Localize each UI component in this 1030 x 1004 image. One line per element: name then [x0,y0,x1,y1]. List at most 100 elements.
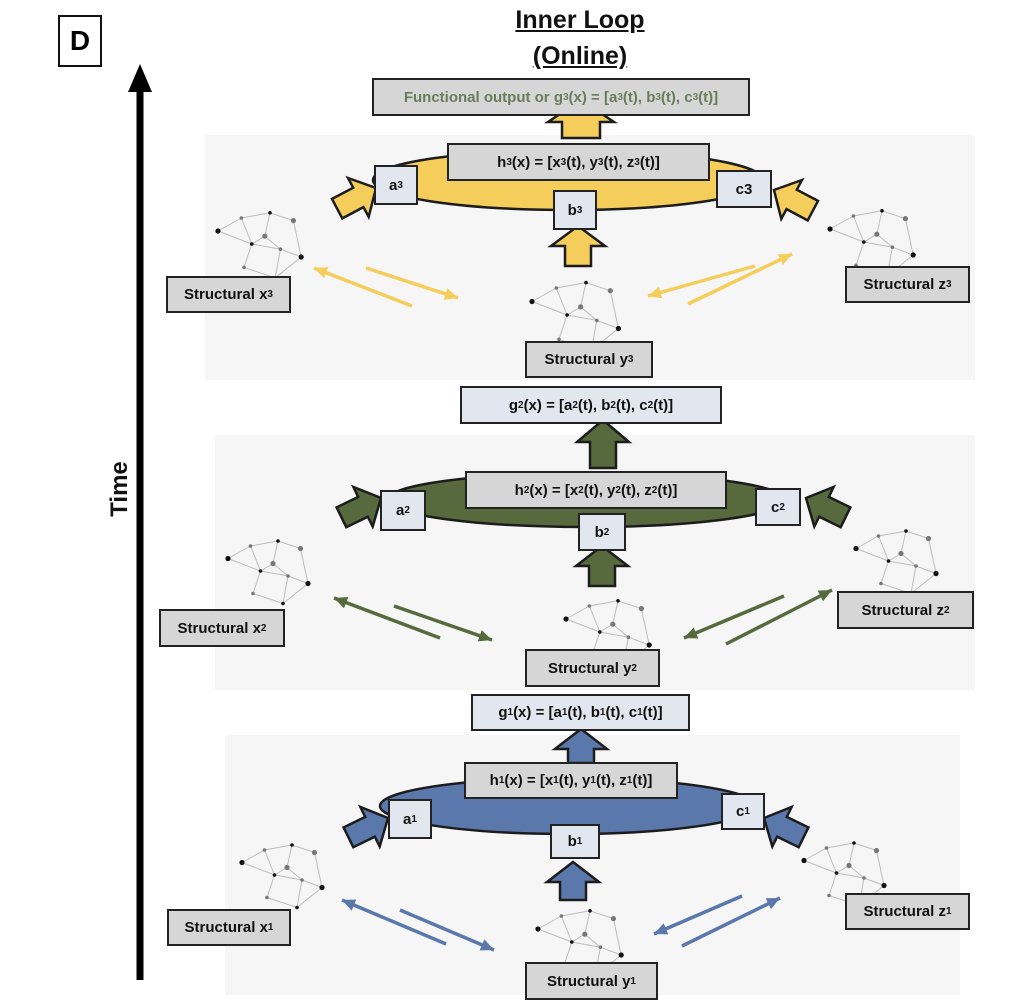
level3-network-y-edge [566,306,581,316]
c1-letter: c [736,803,745,820]
h1-end: (t)] [632,772,653,789]
level1-network-z-edge [863,877,885,886]
sz3-z: z [938,276,946,293]
level1-network-y-node [559,914,564,918]
level3-network-x-node [278,247,283,251]
level2-network-x-edge [260,570,289,577]
level2-network-z-edge [928,538,937,574]
level3-network-z-node [880,209,884,213]
h1-mid: (x) = [x [504,772,554,789]
level3-network-y-edge [558,314,568,340]
level2-network-x-edge [282,575,289,604]
level2-network-z-node [886,559,891,563]
level1-network-x-edge [291,844,315,853]
level1-network-x-edge [274,874,303,881]
level2-network-x-edge [252,593,284,604]
level3-network-x-edge [217,230,252,245]
level3-network-y-node [529,298,535,305]
level3-network-z-edge [829,228,864,243]
level2-network-y-edge [628,636,650,646]
level2-network-x-edge [250,540,279,547]
level3-network-x-edge [280,248,302,258]
level2-network-y-edge [612,600,619,625]
level1-network-z-node [801,857,807,864]
level1-network-y-edge [612,918,622,956]
a3-sub: 3 [397,179,403,191]
b2-letter: b [594,523,604,541]
sz2-z: z [936,601,944,619]
level3-network-z-node [851,214,856,218]
level2-network-z-edge [910,565,917,594]
level2-arrow-x-fwd-head [477,630,492,642]
level3-network-y-edge [580,282,587,308]
level1-network-x-edge [286,844,293,868]
level2-arrow-z-back-head [684,627,699,639]
level3-network-y-edge [531,287,557,302]
level1-arrow-z-fwd-shaft [681,896,781,948]
level1-network-y-node [588,909,592,913]
g1-mid: (x) = [a [513,704,562,721]
level1-arrow-z-back-head [654,923,669,935]
level2-network-z-node [876,534,881,538]
g2-s1: 2 [518,399,524,411]
level3-network-y-node [554,286,559,290]
level3-network-z-edge [881,210,906,220]
level2-network-y-node [626,635,631,639]
level1-network-y-edge [571,941,601,948]
h1-m2: (t), y [558,772,591,789]
level1-network-z-node [873,847,880,854]
fo-cpre: (t), c [660,88,693,106]
a1-sub: 1 [411,813,417,825]
b2-sub: 2 [603,526,610,538]
level2-network-x-node [281,601,285,606]
level3-network-x-edge [264,235,281,250]
b3-letter: b [567,201,577,219]
sz3-sub: 3 [945,279,952,290]
level1-network-z-edge [848,842,855,866]
level1-network-y-node [618,952,624,958]
level2-network-z-node [898,550,904,557]
level3-network-x-node [298,254,304,260]
level3-network-x-edge [240,217,253,245]
level3-arrow-z-back-head [648,286,663,299]
level1-network-z-edge [836,872,865,879]
level3-network-z-node [874,231,880,237]
fo-sub-c: 3 [692,91,699,103]
sz1-z: z [938,903,946,920]
level2-network-x-edge [272,540,279,564]
g2-s3: 2 [610,399,616,411]
sx3-x: x [259,286,268,303]
level1-network-y-edge [563,941,573,966]
level1-network-x-node [295,905,299,910]
level3-arrow-z-back-shaft [647,264,756,298]
functional-output-text: Functional output or g [403,88,563,106]
level2-arrow-z-back-shaft [683,594,785,640]
level1-network-y-edge [561,910,591,917]
title-line-1: Inner Loop [515,6,645,34]
level2-network-y-edge [565,605,590,620]
level3-network-z-edge [852,215,865,243]
level3-network-x-edge [274,256,302,279]
level1-network-z-node [846,862,852,869]
level1-network-x-node [300,878,304,882]
level1-network-x-edge [314,852,323,888]
level2-network-z-edge [915,565,937,574]
g1-s2: 1 [561,707,568,718]
level2-network-x-node [286,574,290,578]
fo-end: (t)] [698,88,719,106]
level2-network-z-edge [900,553,917,567]
level2-network-z-edge [888,560,917,567]
fo-rest: (x) = [a [568,88,618,106]
level2-network-y-node [587,604,592,608]
g1-s4: 1 [637,707,643,718]
level2-network-x-node [251,591,255,596]
sy2-y: y [623,659,632,677]
sx2-x: x [252,619,261,637]
a2-letter: a [396,502,405,519]
level2-arrow-z-fwd-head [817,590,832,602]
level3-network-z-edge [904,218,914,256]
